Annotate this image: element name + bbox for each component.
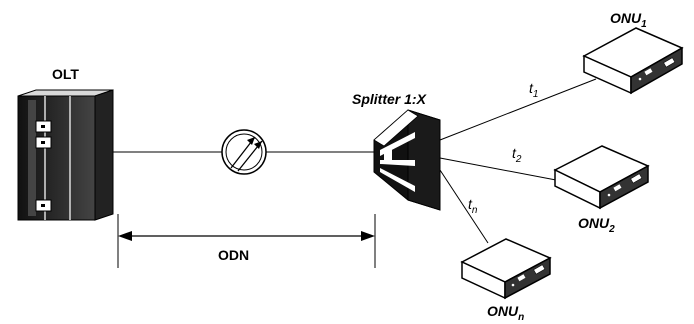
olt-icon (17, 89, 114, 221)
onu2-label: ONU2 (578, 215, 615, 235)
onun-device-icon (460, 238, 552, 300)
t1-label: t1 (529, 80, 538, 100)
attenuator-icon (221, 129, 267, 175)
onu2-device-icon (553, 145, 650, 210)
onu1-label: ONU1 (610, 10, 647, 30)
tn-label: tn (468, 196, 478, 216)
onu1-device-icon (582, 27, 684, 95)
splitter-icon (373, 109, 441, 211)
odn-dimension (117, 214, 376, 268)
t2-label: t2 (512, 145, 522, 165)
drop-fiber-onu2 (439, 157, 557, 181)
odn-label: ODN (218, 247, 249, 263)
onun-label: ONUn (487, 303, 524, 323)
olt-label: OLT (52, 66, 79, 82)
splitter-label: Splitter 1:X (352, 91, 428, 107)
drop-fiber-onun (439, 169, 489, 244)
drop-fiber-onu1 (439, 78, 597, 141)
